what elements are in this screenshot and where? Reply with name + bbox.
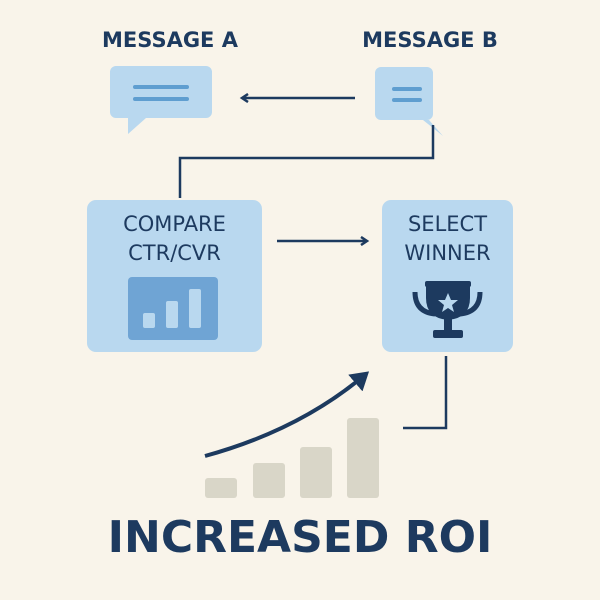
message-a-bubble-icon — [110, 66, 212, 134]
message-b-bubble-icon — [375, 67, 443, 136]
compare-label-line1: COMPARE — [123, 212, 226, 236]
winner-connector-line — [403, 356, 448, 430]
increased-roi-title: INCREASED ROI — [107, 512, 493, 563]
message-a-label: MESSAGE A — [102, 28, 238, 52]
bar-chart-icon — [128, 277, 218, 340]
select-label-line1: SELECT — [407, 212, 488, 236]
select-label-line2: WINNER — [404, 241, 491, 265]
compare-label-line2: CTR/CVR — [128, 241, 221, 265]
growth-bars — [205, 418, 379, 498]
select-box — [382, 200, 513, 352]
connector-line — [178, 125, 435, 198]
growth-arrow-icon — [204, 371, 370, 458]
message-b-label: MESSAGE B — [362, 28, 498, 52]
trophy-icon — [412, 281, 483, 338]
